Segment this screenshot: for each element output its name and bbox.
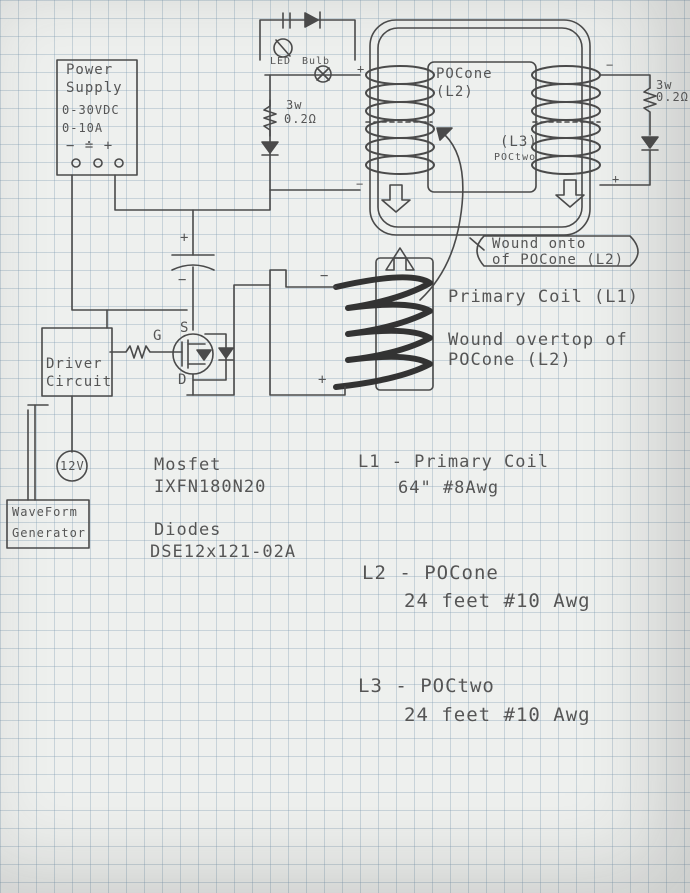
wire-ps-minus — [71, 174, 188, 311]
diodes-text-2: DSE12x121-02A — [150, 542, 297, 562]
legend-l2-2: 24 feet #10 Awg — [404, 590, 591, 612]
wire-coil-mid — [186, 284, 271, 396]
ps-label-1: Power — [66, 62, 114, 78]
mosfet-text-1: Mosfet — [154, 455, 222, 475]
legend-l3-2: 24 feet #10 Awg — [404, 704, 591, 726]
wire-right-top — [599, 74, 651, 89]
wound-overtop-1: Wound overtop of — [448, 330, 628, 350]
resistor-right-w: 3w — [656, 78, 673, 92]
resistor-right — [643, 87, 657, 136]
coil-l2-minus: − — [356, 177, 365, 191]
driver-label-1: Driver — [46, 356, 103, 372]
wound-onto-2: of POCone (L2) — [492, 252, 625, 268]
mosfet-g-label: G — [153, 328, 163, 344]
wire-top-left-down — [269, 74, 361, 191]
mosfet-clamp-diode — [218, 347, 234, 359]
mosfet-d-label: D — [178, 372, 188, 388]
flux-arrow-left — [381, 184, 411, 213]
cap-plus-label: + — [180, 230, 190, 246]
cap-minus-label: − — [178, 272, 188, 288]
poc-core-window — [427, 61, 537, 193]
ps-terminal-ground — [93, 158, 103, 168]
battery-circle — [56, 450, 88, 482]
legend-l2-1: L2 - POCone — [362, 562, 499, 584]
flux-arrow-right — [555, 179, 585, 208]
gate-resistor — [109, 345, 174, 359]
poc-core-inner — [377, 27, 583, 228]
bulb-symbol — [314, 65, 332, 83]
wound-onto-leader — [469, 237, 485, 251]
coil-l1-plus: + — [318, 372, 328, 388]
wound-onto-1: Wound onto — [492, 236, 587, 252]
ps-label-2: Supply — [66, 80, 123, 96]
ps-label-4: 0-10A — [62, 121, 104, 135]
resistor-left — [263, 99, 277, 137]
legend-l3-1: L3 - POCtwo — [358, 675, 495, 697]
primary-coil-label: Primary Coil (L1) — [448, 287, 639, 307]
wire-coil-top — [269, 269, 346, 396]
ps-label-3: 0-30VDC — [62, 103, 120, 117]
resistor-left-ohm: 0.2Ω — [284, 112, 317, 126]
coil-l3-minus: − — [606, 58, 615, 72]
poctwo-label-1: (L3) — [500, 134, 538, 150]
power-supply-box — [56, 59, 138, 176]
coil-l3 — [531, 65, 601, 175]
pocone-label-2: (L2) — [436, 84, 474, 100]
top-diode — [304, 12, 319, 28]
bulb-x2 — [316, 67, 330, 81]
mosfet-s-label: S — [180, 320, 190, 336]
waveform-box — [6, 499, 90, 549]
poc-core-outer — [369, 19, 591, 236]
coil-l2 — [365, 65, 435, 175]
primary-pointer-curve — [419, 134, 464, 301]
pocone-label-1: POCone — [436, 66, 493, 82]
cap-plate-bottom — [171, 264, 215, 271]
led-label: LED — [270, 56, 292, 67]
mosfet-body-diode — [196, 349, 212, 361]
mosfet-text-2: IXFN180N20 — [154, 477, 267, 497]
legend-l1-1: L1 - Primary Coil — [358, 452, 549, 472]
bulb-plus: + — [357, 62, 366, 76]
waveform-label-1: WaveForm — [12, 505, 78, 519]
poctwo-label-2: POCtwo — [494, 152, 537, 163]
ps-terminal-labels: − ≐ + — [66, 138, 114, 154]
legend-l1-2: 64" #8Awg — [398, 478, 500, 498]
coil-l1 — [333, 274, 433, 390]
wire-right-bottom — [599, 149, 651, 186]
wire-ps-plus — [114, 174, 271, 211]
coil-l1-minus: − — [320, 268, 330, 284]
diode-left — [261, 141, 279, 154]
coil-l3-plus: + — [612, 172, 621, 186]
battery-label: 12V — [60, 459, 85, 473]
ps-terminal-minus — [71, 158, 81, 168]
driver-box — [41, 327, 113, 397]
wound-overtop-2: POCone (L2) — [448, 350, 572, 370]
flux-arrow-diag — [436, 127, 453, 141]
waveform-label-2: Generator — [12, 526, 87, 540]
diode-right — [641, 136, 659, 149]
bulb-label: Bulb — [302, 56, 331, 67]
ps-terminal-plus — [114, 158, 124, 168]
diodes-text-1: Diodes — [154, 520, 222, 540]
led-symbol-line — [275, 39, 291, 57]
primary-arrow-up — [385, 247, 415, 271]
resistor-right-ohm: 0.2Ω — [656, 90, 689, 104]
driver-label-2: Circuit — [46, 374, 113, 390]
led-symbol — [273, 38, 293, 58]
resistor-left-w: 3w — [286, 98, 303, 112]
